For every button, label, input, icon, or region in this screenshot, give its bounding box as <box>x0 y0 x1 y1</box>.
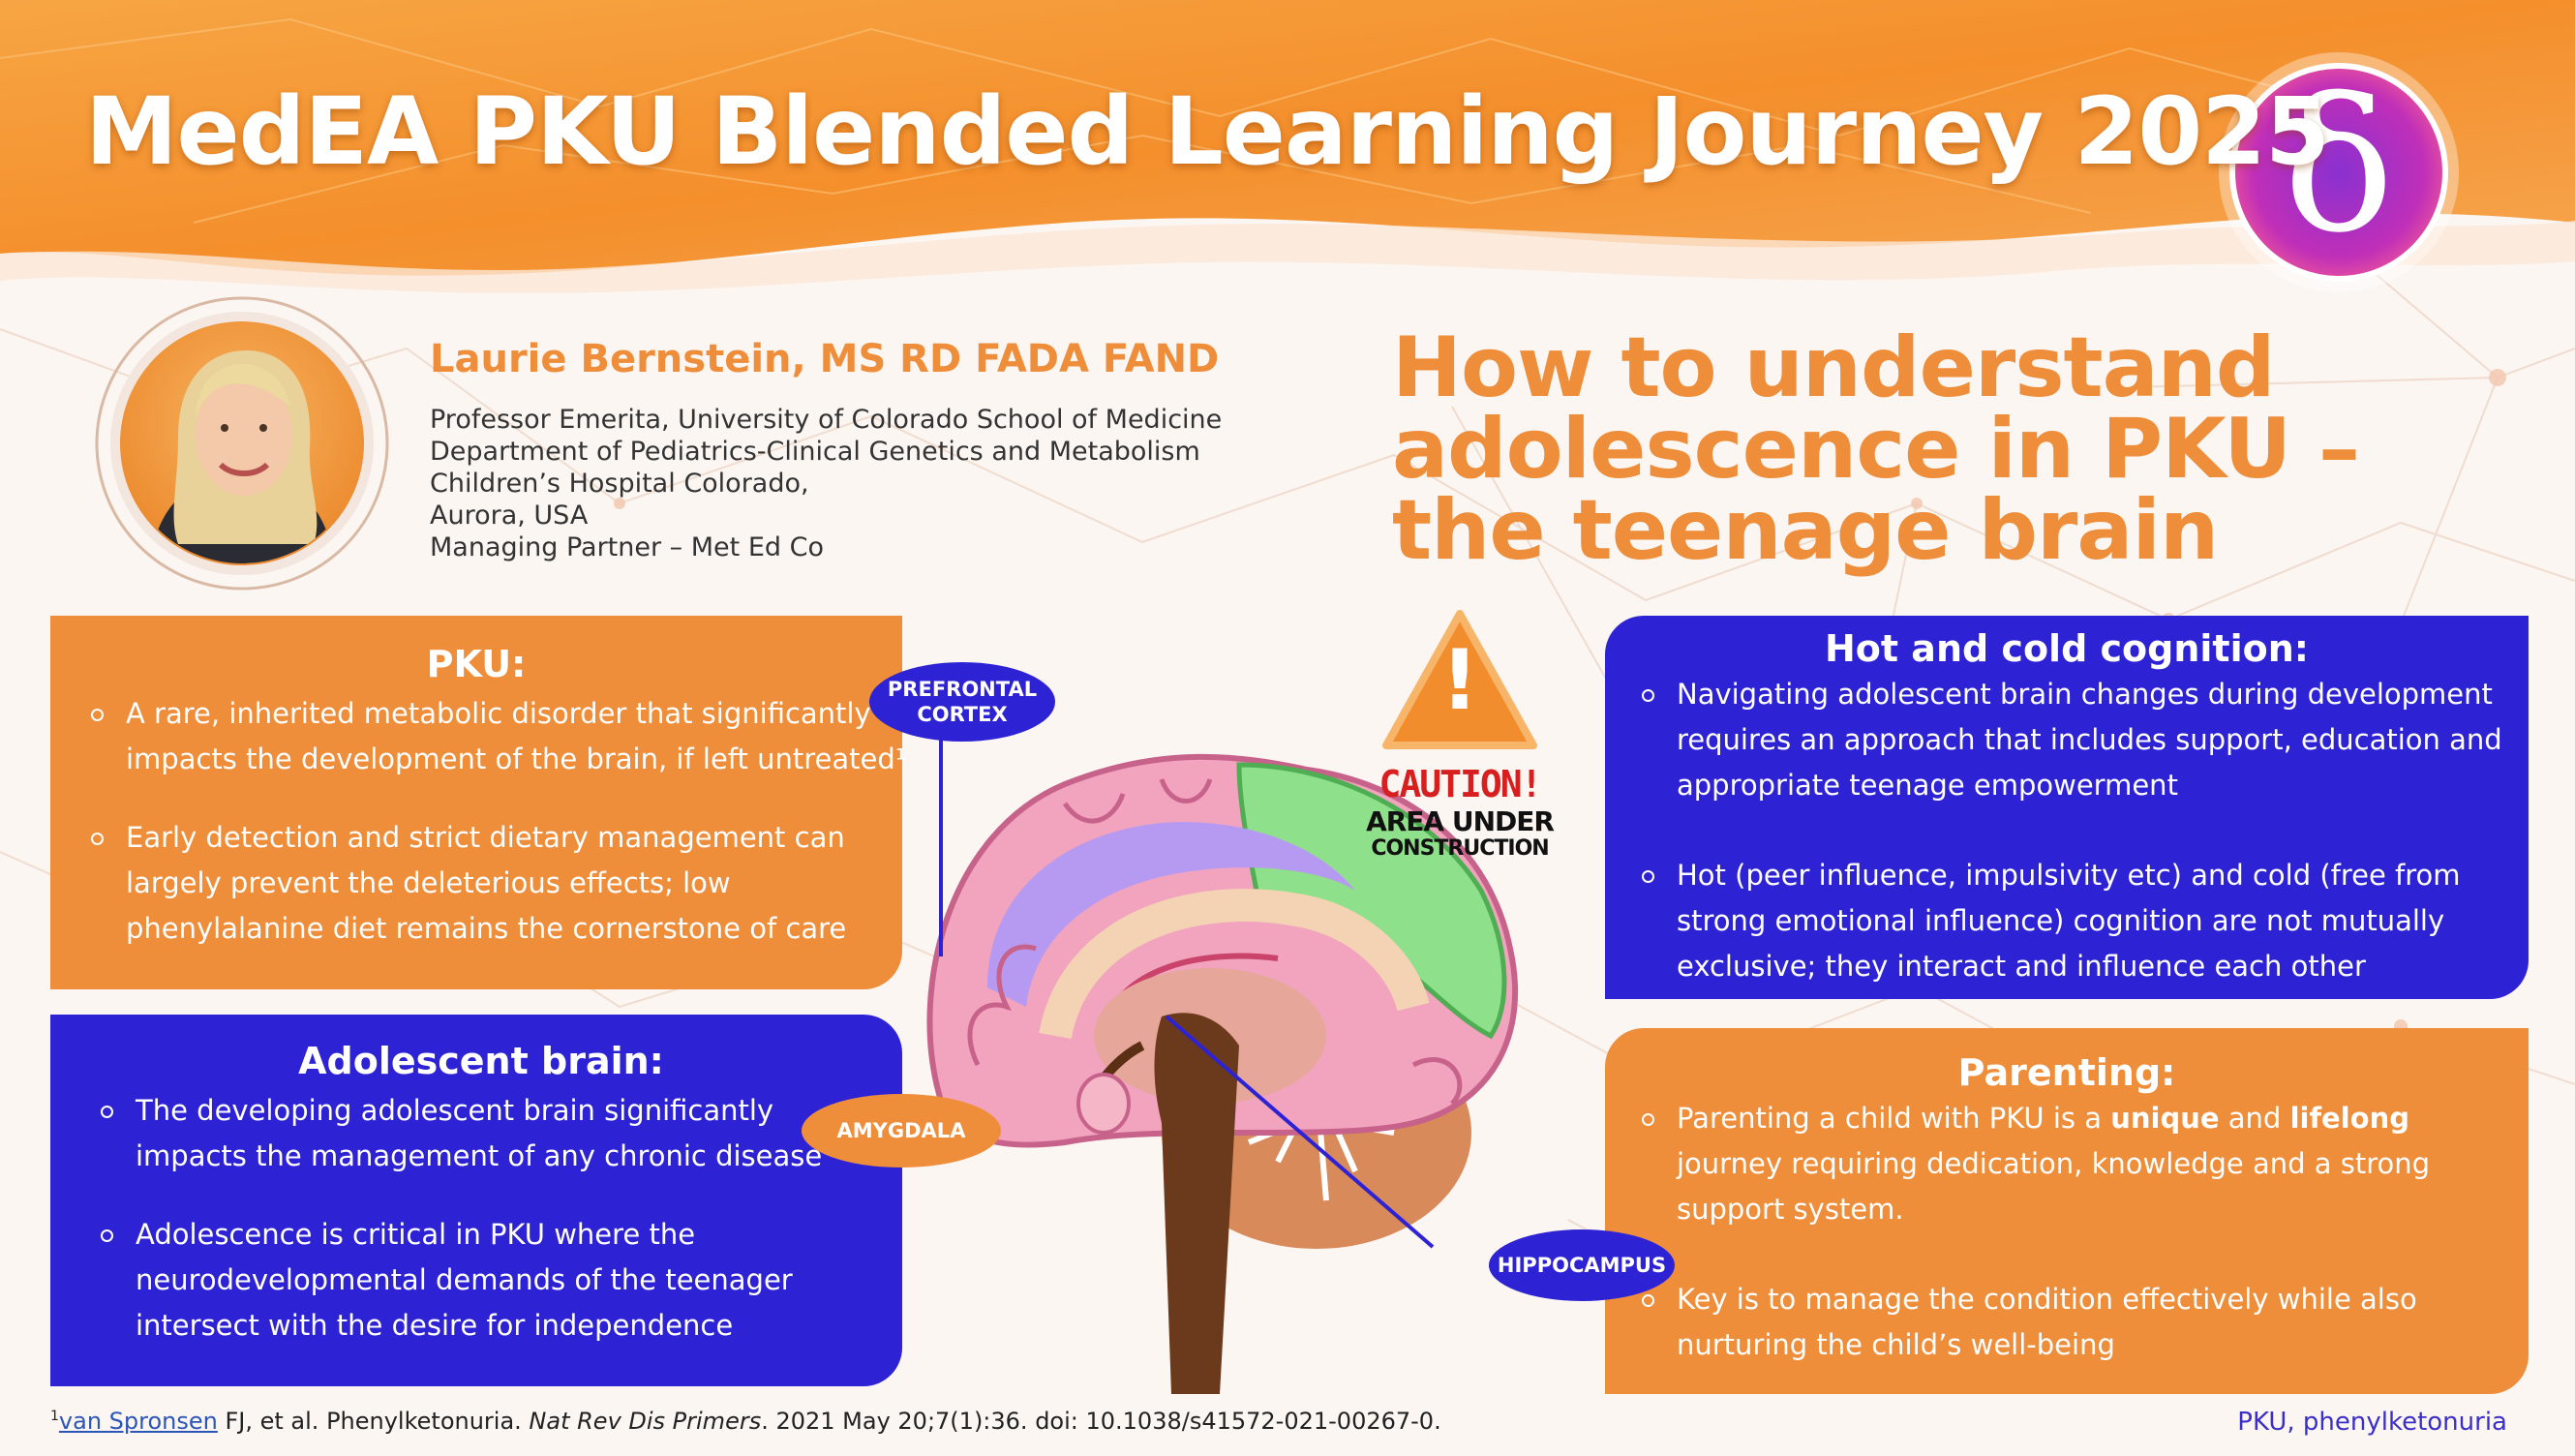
page-title: MedEA PKU Blended Learning Journey 2025 <box>85 77 2330 186</box>
warning-icon <box>1382 610 1537 749</box>
bullet-line: nurturing the child’s well-being <box>1677 1328 2115 1361</box>
bullet-line: impacts the management of any chronic di… <box>136 1139 823 1172</box>
cognition-heading: Hot and cold cognition: <box>1825 627 2309 670</box>
abbreviation-term: PKU <box>2237 1408 2287 1437</box>
caution-line: CONSTRUCTION <box>1371 836 1549 861</box>
reference-footnote: 1van Spronsen FJ, et al. Phenylketonuria… <box>50 1408 1441 1435</box>
bullet-line: exclusive; they interact and influence e… <box>1677 950 2366 983</box>
bullet-line: strong emotional influence) cognition ar… <box>1677 904 2445 937</box>
parenting-card: Parenting: Parenting a child with PKU is… <box>1605 1028 2529 1394</box>
list-item: The developing adolescent brain signific… <box>79 1088 883 1179</box>
brain-illustration <box>926 724 1519 1394</box>
abbreviation-footer: PKU, phenylketonuria <box>2237 1408 2507 1437</box>
cognition-card: Hot and cold cognition: Navigating adole… <box>1605 616 2529 999</box>
reference-text: . 2021 May 20;7(1):36. doi: 10.1038/s415… <box>761 1408 1441 1435</box>
bullet-line: A rare, inherited metabolic disorder tha… <box>126 697 871 730</box>
list-item: Navigating adolescent brain changes duri… <box>1621 672 2513 808</box>
reference-text: FJ, et al. Phenylketonuria. <box>217 1408 530 1435</box>
affiliation-line: Department of Pediatrics-Clinical Geneti… <box>430 437 1200 467</box>
pku-card: PKU: A rare, inherited metabolic disorde… <box>50 616 907 989</box>
caution-line: AREA UNDER <box>1366 805 1555 837</box>
bullet-line: appropriate teenage empowerment <box>1677 769 2178 802</box>
talk-title-line: the teenage brain <box>1392 482 2219 579</box>
affiliation-line: Aurora, USA <box>430 500 589 531</box>
speaker-name: Laurie Bernstein, MS RD FADA FAND <box>430 337 1220 381</box>
list-item: Early detection and strict dietary manag… <box>70 815 883 952</box>
label-text: CORTEX <box>917 703 1008 726</box>
text-run: Parenting a child with PKU is a <box>1677 1102 2111 1135</box>
bullet-line: Hot (peer influence, impulsivity etc) an… <box>1677 859 2461 892</box>
talk-title: How to understand adolescence in PKU – t… <box>1392 319 2360 579</box>
bullet-line: phenylalanine diet remains the cornersto… <box>126 912 847 945</box>
text-run: and <box>2219 1102 2290 1135</box>
pku-heading: PKU: <box>426 643 527 685</box>
bullet-line: support system. <box>1677 1193 1904 1226</box>
bullet-line: The developing adolescent brain signific… <box>136 1094 774 1127</box>
label-text: PREFRONTAL <box>887 678 1038 701</box>
bullet-line: Navigating adolescent brain changes duri… <box>1677 678 2493 711</box>
journal-name: Nat Rev Dis Primers <box>529 1408 762 1435</box>
affiliation-line: Professor Emerita, University of Colorad… <box>430 405 1223 435</box>
affiliation-line: Managing Partner – Met Ed Co <box>430 532 824 562</box>
bullet-line: Key is to manage the condition effective… <box>1677 1283 2417 1316</box>
bullet-line: impacts the development of the brain, if… <box>126 743 907 775</box>
affiliation-line: Children’s Hospital Colorado, <box>430 469 809 499</box>
talk-title-line: How to understand <box>1392 319 2275 416</box>
bullet-line: journey requiring dedication, knowledge … <box>1677 1147 2431 1180</box>
label-hippocampus: HIPPOCAMPUS <box>1489 1229 1675 1301</box>
delta-logo-icon: δ <box>2283 59 2395 273</box>
label-amygdala: AMYGDALA <box>802 1094 1001 1168</box>
list-item: Parenting a child with PKU is a unique a… <box>1621 1096 2513 1232</box>
caution-mark: ! <box>1440 632 1479 729</box>
abbreviation-definition: , phenylketonuria <box>2287 1408 2507 1437</box>
adolescent-heading: Adolescent brain: <box>298 1040 664 1082</box>
bullet-line: intersect with the desire for independen… <box>136 1309 734 1342</box>
bullet-line: largely prevent the deleterious effects;… <box>126 866 731 899</box>
emphasis-unique: unique <box>2110 1102 2220 1135</box>
list-item: Adolescence is critical in PKU where the… <box>79 1212 883 1349</box>
bullet-line: Early detection and strict dietary manag… <box>126 821 845 854</box>
list-item: A rare, inherited metabolic disorder tha… <box>70 691 907 782</box>
speaker-photo <box>149 350 335 563</box>
talk-title-line: adolescence in PKU – <box>1392 401 2360 498</box>
label-prefrontal-cortex: PREFRONTAL CORTEX <box>869 662 1055 742</box>
bullet-line: Adolescence is critical in PKU where the <box>136 1218 696 1251</box>
caution-title: CAUTION! <box>1378 763 1542 805</box>
bullet-line: neurodevelopmental demands of the teenag… <box>136 1263 793 1296</box>
list-item: Hot (peer influence, impulsivity etc) an… <box>1621 853 2513 989</box>
footnote-marker: 1 <box>50 1409 59 1424</box>
bullet-line: Parenting a child with PKU is a unique a… <box>1677 1096 2513 1141</box>
emphasis-lifelong: lifelong <box>2289 1102 2409 1135</box>
list-item: Key is to manage the condition effective… <box>1621 1277 2513 1368</box>
parenting-heading: Parenting: <box>1957 1051 2176 1094</box>
reference-link[interactable]: van Spronsen <box>58 1408 218 1435</box>
bullet-line: requires an approach that includes suppo… <box>1677 723 2502 756</box>
adolescent-card: Adolescent brain: The developing adolesc… <box>50 1015 902 1386</box>
